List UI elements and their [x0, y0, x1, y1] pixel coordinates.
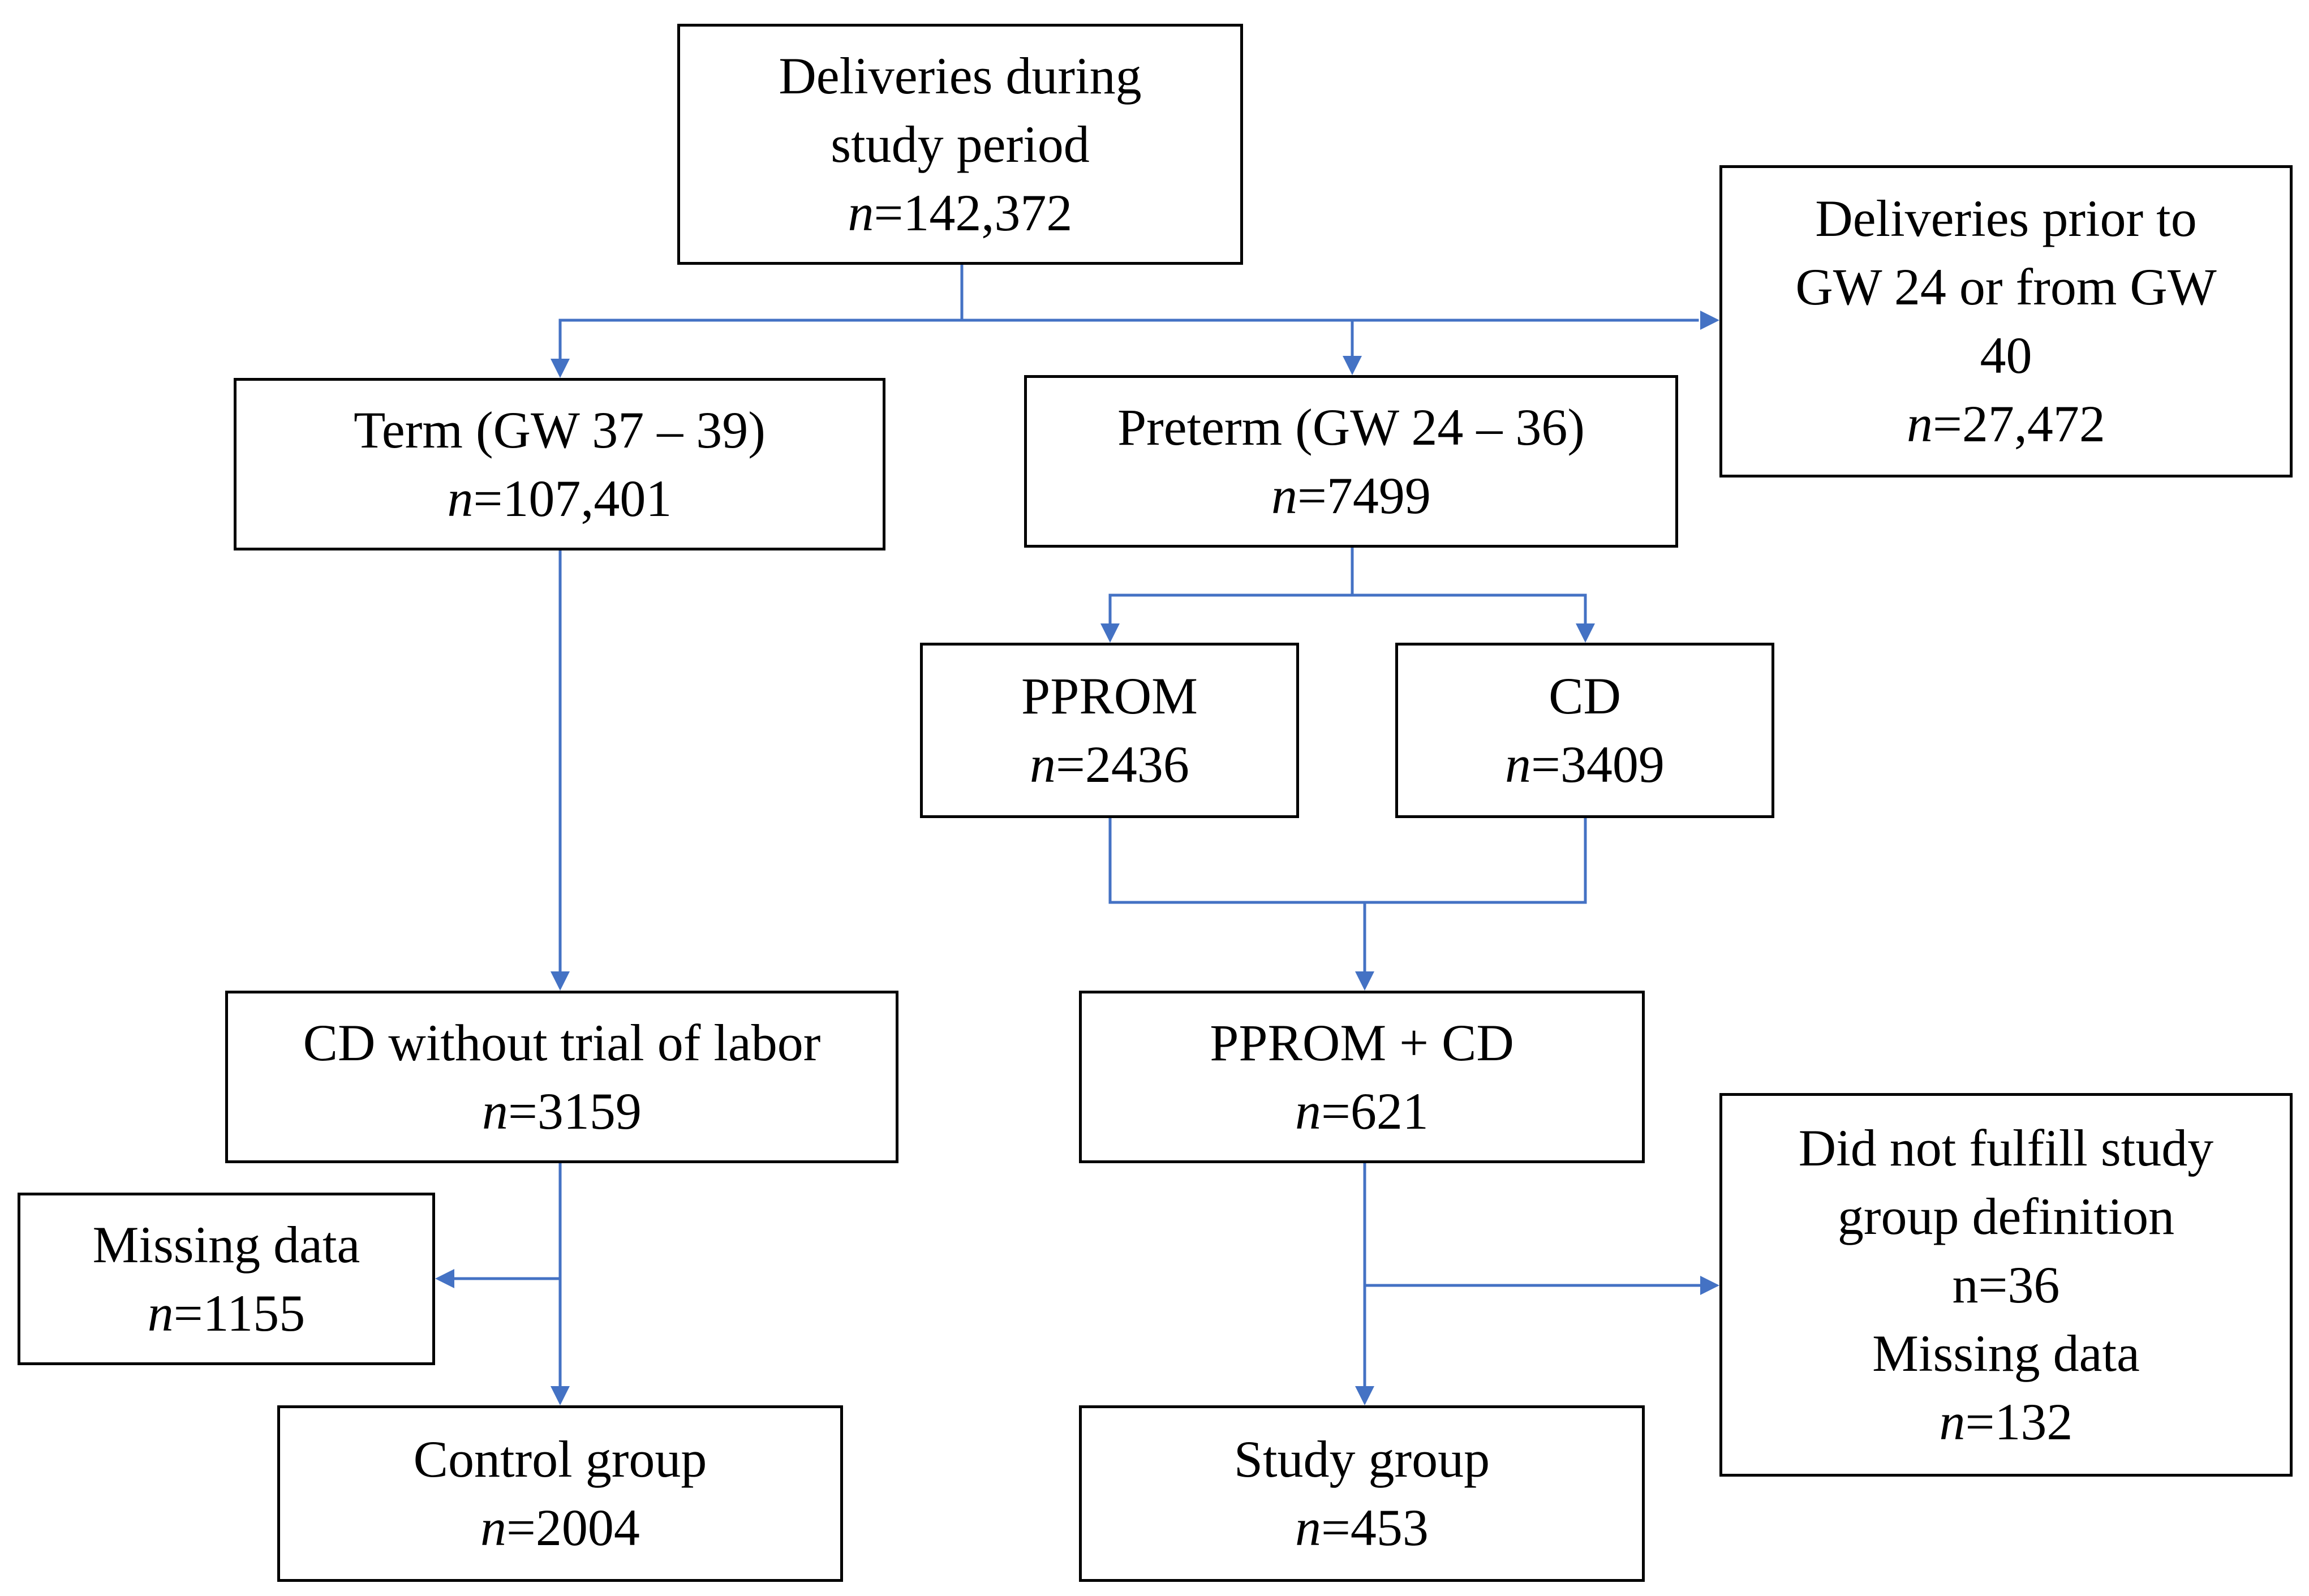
arrow-to-pprom — [1100, 623, 1120, 643]
box-missing-data-control: Missing data n=1155 — [18, 1193, 435, 1365]
arrow-to-cd-without-trial — [551, 971, 570, 991]
box-excluded-count: n=27,472 — [1907, 390, 2105, 458]
n-symbol: n — [1271, 466, 1298, 524]
box-missing-data-control-count: n=1155 — [148, 1279, 305, 1348]
count-value: =7499 — [1297, 466, 1431, 524]
box-did-not-fulfill-line-1: Did not fulfill study — [1798, 1119, 2214, 1177]
box-did-not-fulfill-line-3: n=36 — [1952, 1255, 2060, 1314]
box-cd-without-trial-count: n=3159 — [482, 1077, 642, 1146]
count-value: =1155 — [173, 1284, 306, 1342]
n-symbol: n — [480, 1499, 507, 1556]
box-control-group-count: n=2004 — [480, 1494, 640, 1562]
box-cd: CD n=3409 — [1395, 643, 1774, 818]
box-pprom-cd: PPROM + CD n=621 — [1079, 991, 1645, 1163]
count-value: =453 — [1321, 1499, 1429, 1556]
arrow-to-cd — [1576, 623, 1595, 643]
n-symbol: n — [1505, 735, 1532, 793]
arrow-to-control-group — [551, 1386, 570, 1405]
box-control-group-line-1: Control group — [413, 1430, 707, 1488]
box-control-group: Control group n=2004 — [277, 1405, 843, 1582]
n-symbol: n — [147, 1284, 174, 1342]
arrow-to-preterm — [1343, 356, 1362, 375]
box-study-group: Study group n=453 — [1079, 1405, 1645, 1582]
n-symbol: n — [1907, 395, 1933, 453]
box-missing-data-control-line-1: Missing data — [92, 1215, 360, 1274]
box-deliveries-line-2: study period — [831, 115, 1090, 173]
box-did-not-fulfill-count: n=132 — [1940, 1388, 2073, 1456]
n-symbol: n — [1295, 1082, 1322, 1140]
box-pprom: PPROM n=2436 — [920, 643, 1299, 818]
box-pprom-count: n=2436 — [1030, 730, 1189, 799]
box-excluded-line-2: GW 24 or from GW — [1795, 258, 2217, 316]
count-value: =107,401 — [473, 469, 672, 527]
n-symbol: n — [1939, 1392, 1966, 1451]
box-term-count: n=107,401 — [448, 464, 672, 533]
count-value: =621 — [1321, 1082, 1429, 1140]
count-value: =27,472 — [1933, 395, 2105, 453]
box-preterm: Preterm (GW 24 – 36) n=7499 — [1024, 375, 1678, 548]
box-cd-line-1: CD — [1549, 667, 1621, 725]
box-pprom-cd-count: n=621 — [1295, 1077, 1429, 1146]
box-excluded: Deliveries prior to GW 24 or from GW 40 … — [1719, 165, 2293, 477]
count-value: =2004 — [506, 1499, 640, 1556]
n-symbol: n — [482, 1082, 509, 1140]
box-cd-without-trial-line-1: CD without trial of labor — [303, 1013, 821, 1072]
box-cd-count: n=3409 — [1505, 730, 1665, 799]
box-deliveries: Deliveries during study period n=142,372 — [677, 24, 1243, 265]
box-pprom-line-1: PPROM — [1021, 667, 1198, 725]
box-study-group-count: n=453 — [1295, 1494, 1429, 1562]
box-study-group-line-1: Study group — [1233, 1430, 1490, 1488]
box-term: Term (GW 37 – 39) n=107,401 — [234, 378, 885, 550]
count-value: =2436 — [1056, 735, 1189, 793]
arrow-to-did-not-fulfill — [1700, 1276, 1719, 1295]
count-value: =3159 — [508, 1082, 642, 1140]
arrow-to-excluded — [1700, 311, 1719, 330]
count-value: =132 — [1965, 1392, 2073, 1451]
arrow-to-study-group — [1355, 1386, 1374, 1405]
box-did-not-fulfill-line-2: group definition — [1837, 1187, 2175, 1245]
box-preterm-line-1: Preterm (GW 24 – 36) — [1117, 398, 1585, 456]
arrow-to-term — [551, 359, 570, 378]
arrow-to-missing-data — [435, 1269, 454, 1288]
box-did-not-fulfill-line-4: Missing data — [1872, 1324, 2140, 1382]
count-value: =3409 — [1531, 735, 1665, 793]
box-excluded-line-3: 40 — [1980, 326, 2032, 384]
box-did-not-fulfill: Did not fulfill study group definition n… — [1719, 1093, 2293, 1477]
n-symbol: n — [1030, 735, 1056, 793]
box-deliveries-count: n=142,372 — [848, 179, 1073, 247]
box-pprom-cd-line-1: PPROM + CD — [1210, 1013, 1514, 1072]
box-deliveries-line-1: Deliveries during — [779, 46, 1142, 105]
n-symbol: n — [1295, 1499, 1322, 1556]
n-symbol: n — [848, 183, 874, 242]
box-preterm-count: n=7499 — [1271, 462, 1431, 530]
n-symbol: n — [447, 469, 474, 527]
count-value: =142,372 — [874, 183, 1073, 242]
box-cd-without-trial: CD without trial of labor n=3159 — [225, 991, 898, 1163]
box-term-line-1: Term (GW 37 – 39) — [354, 401, 766, 459]
box-excluded-line-1: Deliveries prior to — [1815, 190, 2197, 247]
arrow-to-pprom-cd — [1355, 971, 1374, 991]
